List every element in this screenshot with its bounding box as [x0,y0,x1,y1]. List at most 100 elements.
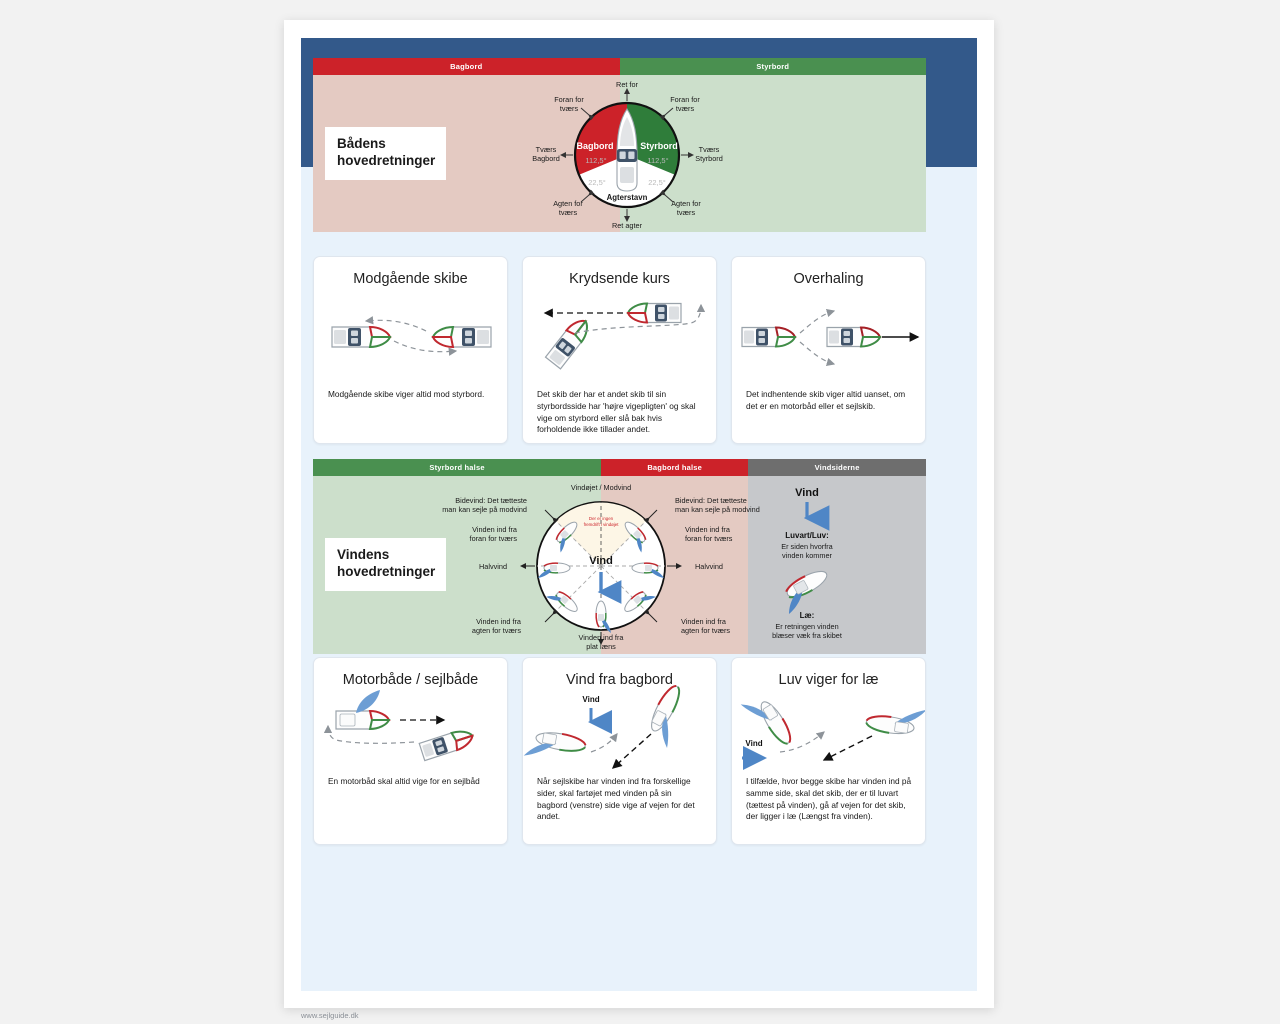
wind-directions-panel: Vindens hovedretninger [313,476,926,654]
dir-foran-stbd-l1: Foran for [670,95,700,104]
sector-label-bagbord: Bagbord [577,141,614,151]
figure-power-vs-sail [323,690,475,762]
bar-label-styrbord-halse: Styrbord halse [313,459,602,476]
lee-desc-l2: blæser væk fra skibet [772,631,842,640]
dir-agten-port-l2: tværs [559,208,578,217]
label-foran-right-l2: foran for tværs [685,534,733,543]
luv-desc-l1: Er siden hvorfra [781,542,833,551]
card-description: Det skib der har et andet skib til sin s… [537,389,696,435]
bar-label-vindsiderne: Vindsiderne [748,459,926,476]
angle-label-port-stern: 22,5° [588,178,606,187]
angle-label-port: 112,5° [585,156,606,165]
card-title: Krydsende kurs [569,271,670,287]
card-krydsende-kurs[interactable]: Krydsende kurs [522,256,717,444]
luv-title: Luvart/Luv: [785,531,829,540]
bar-label-bagbord-halse: Bagbord halse [601,459,749,476]
card-figure: Vind [732,690,925,770]
stern-label: Agterstavn [607,193,648,202]
card-luv-viger-for-lae[interactable]: Luv viger for læ [731,657,926,845]
label-bidevind-left-l1: Bidevind: Det tætteste [455,496,527,505]
label-foran-left-l2: foran for tværs [470,534,518,543]
wind-label: Vind [582,695,599,704]
sector-label-styrbord: Styrbord [640,141,678,151]
lee-desc-l1: Er retningen vinden [775,622,838,631]
card-description: En motorbåd skal altid vige for en sejlb… [328,776,480,786]
label-halvvind-left: Halvvind [479,562,507,571]
wind-directions-bar: Styrbord halse Bagbord halse Vindsiderne [313,459,926,476]
dir-foran-port-l2: tværs [560,104,579,113]
no-drive-note-l2: fremdrift i vindøjet [584,522,620,527]
poster-paper: VIGEREGLER Regler for styring og sejlads… [284,20,994,1020]
dir-tvaers-bagbord-l2: Bagbord [532,154,560,163]
wind-clock-diagram: Vind Der er ingen fremdrift i vindøjet V… [442,483,760,651]
card-title: Vind fra bagbord [566,672,673,688]
figure-head-on [331,316,492,356]
dir-agten-port-l1: Agten for [553,199,583,208]
card-modgaaende-skibe[interactable]: Modgående skibe [313,256,508,444]
bar-label-styrbord: Styrbord [619,58,926,75]
card-description: Det indhentende skib viger altid uanset,… [746,389,906,411]
dir-tvaers-styrbord-l1: Tværs [699,145,720,154]
wind-directions-label: Vindens hovedretninger [325,538,447,591]
figure-windward-gives-way: Vind [740,701,925,770]
label-foran-left-l1: Vinden ind fra [472,525,518,534]
label-plat-laens-l1: Vinden ind fra [579,633,625,642]
card-vind-fra-bagbord[interactable]: Vind fra bagbord Vind [522,657,717,845]
boat-directions-label: Bådens hovedretninger [325,127,447,180]
wind-sides-wind-label: Vind [795,487,819,499]
figure-overtaking [741,308,920,367]
dir-foran-stbd-l2: tværs [676,104,695,113]
boat-directions-bar: Bagbord Styrbord [313,58,926,75]
boat-directions-panel: Bådens hovedretninger [313,75,926,232]
label-bidevind-left-l2: man kan sejle på modvind [442,505,527,514]
label-bidevind-right-l1: Bidevind: Det tætteste [675,496,747,505]
dir-agten-stbd-l1: Agten for [671,199,701,208]
card-overhaling[interactable]: Overhaling [731,256,926,444]
angle-label-starboard-stern: 22,5° [648,178,666,187]
dir-agten-stbd-l2: tværs [677,208,696,217]
label-agten-right-l1: Vinden ind fra [681,617,727,626]
dir-tvaers-bagbord-l1: Tværs [536,145,557,154]
bar-label-bagbord: Bagbord [313,58,620,75]
card-figure [523,291,716,386]
label-agten-right-l2: agten for tværs [681,626,730,635]
card-figure: Vind [523,685,716,772]
label-plat-laens-l2: plat læns [586,642,616,651]
card-title: Luv viger for læ [778,672,879,688]
card-description: Når sejlskibe har vinden ind fra forskel… [537,776,695,822]
footer-url: www.sejlguide.dk [301,1011,359,1020]
label-bidevind-right-l2: man kan sejle på modvind [675,505,760,514]
card-motorbaade-sejlbaade[interactable]: Motorbåde / sejlbåde [313,657,508,845]
boat-directions-section: Bagbord Styrbord Bådens hovedretninger [313,58,926,232]
card-figure [732,299,925,384]
figure-crossing [543,302,706,370]
motor-rules-row: Modgående skibe [313,256,926,444]
wind-directions-section: Styrbord halse Bagbord halse Vindsiderne… [313,459,926,654]
wind-sides-diagram: Vind Luvart/Luv: Er siden hvorfra vinden… [772,487,842,640]
luv-desc-l2: vinden kommer [782,551,832,560]
figure-wind-from-port: Vind [523,685,681,769]
boat-compass-diagram: Bagbord Styrbord 112,5° 112,5° 22,5° 22,… [532,80,723,230]
no-drive-note-l1: Der er ingen [589,516,614,521]
dir-ret-agter: Ret agter [612,221,643,230]
label-agten-left-l1: Vinden ind fra [476,617,522,626]
wind-label: Vind [745,739,762,748]
label-foran-right-l1: Vinden ind fra [685,525,731,534]
dir-tvaers-styrbord-l2: Styrbord [695,154,723,163]
angle-label-starboard: 112,5° [647,156,668,165]
label-halvvind-right: Halvvind [695,562,723,571]
label-vindoejet: Vindøjet / Modvind [571,483,631,492]
dir-foran-port-l1: Foran for [554,95,584,104]
card-description: I tilfælde, hvor begge skibe har vinden … [746,776,912,822]
label-agten-left-l2: agten for tværs [472,626,521,635]
pane-wind-sides [748,476,926,654]
dir-ret-for: Ret for [616,80,638,89]
wind-center-label: Vind [589,555,613,567]
card-description: Modgående skibe viger altid mod styrbord… [328,389,485,399]
card-figure [314,295,507,380]
card-title: Motorbåde / sejlbåde [342,672,479,688]
card-title: Modgående skibe [353,271,468,287]
lee-title: Læ: [800,611,815,620]
card-figure [314,690,507,774]
